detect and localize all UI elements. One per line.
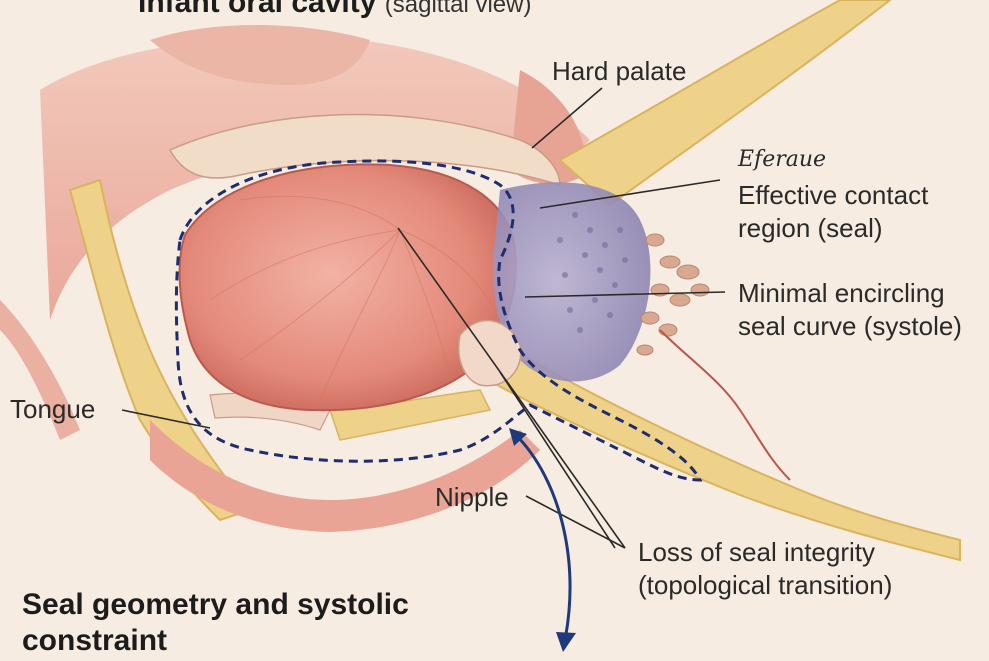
- label-minimal-curve-line1: Minimal encircling: [738, 278, 945, 308]
- label-effective-contact-line1: Effective contact: [738, 180, 928, 210]
- arrow-head-down: [556, 632, 576, 652]
- label-hard-palate: Hard palate: [552, 56, 686, 86]
- label-loss-seal-line1: Loss of seal integrity: [638, 537, 875, 567]
- label-minimal-curve-line2: seal curve (systole): [738, 311, 962, 341]
- label-nipple: Nipple: [435, 482, 509, 512]
- label-effective-contact-line2: region (seal): [738, 213, 883, 243]
- figure-title-sub: (sagittal view): [385, 0, 532, 18]
- label-loss-seal-line2: (topological transition): [638, 570, 892, 600]
- label-garbled-heading: Eferaue: [738, 145, 826, 175]
- label-tongue: Tongue: [10, 394, 95, 424]
- figure-title-main: Infant oral cavity: [138, 0, 376, 19]
- bottom-title-line1: Seal geometry and systolic: [22, 588, 409, 622]
- bottom-title-line2: constraint: [22, 624, 167, 658]
- figure-title: Infant oral cavity (sagittal view): [138, 0, 531, 20]
